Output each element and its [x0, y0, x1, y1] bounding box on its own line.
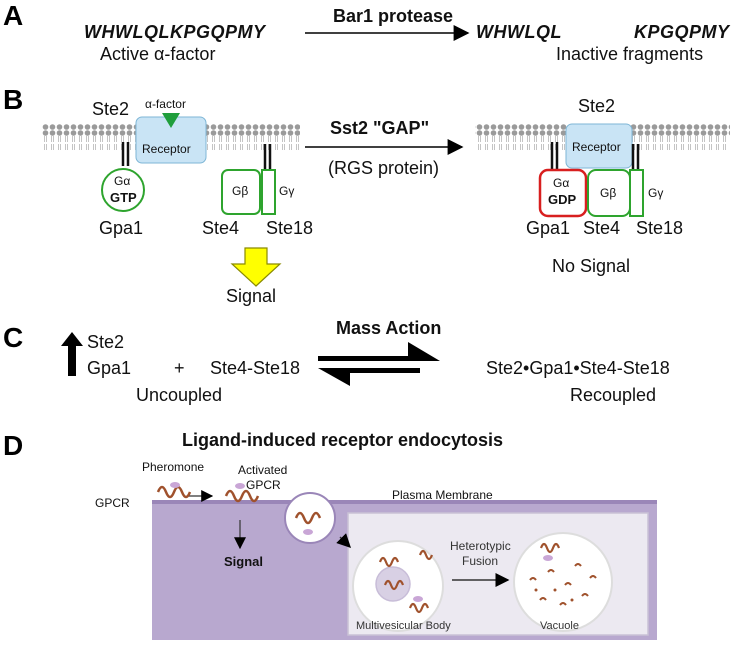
- ggamma-right-label: Gγ: [648, 186, 664, 200]
- receptor-right-label: Receptor: [572, 140, 621, 154]
- to-mvb-arrow: [336, 533, 351, 548]
- gpcr-label: GPCR: [95, 496, 130, 510]
- sst2-gap-label: Sst2 "GAP": [330, 118, 430, 138]
- heterotypic-label-line1: Heterotypic: [450, 539, 511, 553]
- inactive-fragments-label: Inactive fragments: [556, 44, 704, 64]
- mvb-label: Multivesicular Body: [356, 620, 451, 632]
- equilibrium-forward-arrow: [318, 342, 440, 361]
- fragment-2-sequence: KPGQPMY: [634, 22, 730, 42]
- alpha-factor-label: α-factor: [145, 97, 186, 111]
- ste18-left-label: Ste18: [266, 218, 314, 238]
- endocytosis-title: Ligand-induced receptor endocytosis: [182, 430, 504, 450]
- signal-label: Signal: [226, 286, 277, 306]
- active-alpha-factor-label: Active α-factor: [100, 44, 216, 64]
- ste2-c-label: Ste2: [87, 332, 125, 352]
- uncoupled-label: Uncoupled: [136, 385, 223, 405]
- gpa1-c-label: Gpa1: [87, 358, 132, 378]
- ste4-right-label: Ste4: [583, 218, 621, 238]
- pheromone-label: Pheromone: [142, 460, 205, 474]
- vacuole-shape: [513, 532, 613, 632]
- ste2-left-label: Ste2: [92, 99, 130, 119]
- gbeta-left-label: Gβ: [232, 184, 249, 198]
- gpa1-right-label: Gpa1: [526, 218, 571, 238]
- equilibrium-reverse-arrow: [318, 368, 420, 386]
- signal-d-label: Signal: [224, 554, 264, 569]
- no-signal-label: No Signal: [552, 256, 631, 276]
- gpcr-squiggle: [156, 485, 192, 499]
- ggamma-right-box: [629, 169, 644, 217]
- heterotypic-label-line2: Fusion: [462, 554, 499, 568]
- signal-yellow-arrow: [230, 247, 282, 287]
- pheromone-blob: [170, 482, 180, 488]
- gbeta-right-label: Gβ: [600, 186, 617, 200]
- alpha-factor-triangle: [162, 113, 180, 128]
- galpha-left-label: Gα: [114, 174, 131, 188]
- activated-label-line2: GPCR: [246, 478, 281, 492]
- active-alpha-factor-sequence: WHWLQLKPGQPMY: [84, 22, 266, 42]
- ste4-ste18-label: Ste4-Ste18: [210, 358, 301, 378]
- vacuole-label: Vacuole: [540, 620, 579, 632]
- galpha-gtp-circle: [101, 168, 145, 212]
- ste2-up-arrow: [61, 332, 83, 376]
- ggamma-left-box: [261, 169, 276, 215]
- galpha-right-label: Gα: [553, 176, 570, 190]
- ste2-right-label: Ste2: [578, 96, 616, 116]
- bar1-protease-label: Bar1 protease: [333, 6, 454, 26]
- gbeta-left-box: [221, 169, 261, 215]
- recoupled-complex-label: Ste2•Gpa1•Ste4-Ste18: [486, 358, 670, 378]
- mass-action-label: Mass Action: [336, 318, 442, 338]
- recoupled-label: Recoupled: [570, 385, 657, 405]
- gdp-label: GDP: [548, 192, 577, 207]
- panel-c-label: C: [3, 322, 24, 353]
- panel-a-label: A: [3, 0, 24, 31]
- ste4-left-label: Ste4: [202, 218, 240, 238]
- fragment-1-sequence: WHWLQL: [476, 22, 562, 42]
- gpa1-left-label: Gpa1: [99, 218, 144, 238]
- rgs-protein-label: (RGS protein): [328, 158, 440, 178]
- plasma-membrane-label: Plasma Membrane: [392, 488, 493, 502]
- receptor-left-label: Receptor: [142, 142, 191, 156]
- gtp-label: GTP: [110, 190, 137, 205]
- panel-d-label: D: [3, 430, 24, 461]
- plus-sign: +: [174, 358, 185, 378]
- panel-b-label: B: [3, 84, 24, 115]
- ggamma-left-label: Gγ: [279, 184, 295, 198]
- activated-gpcr-squiggle: [224, 489, 260, 503]
- activated-label-line1: Activated: [238, 463, 288, 477]
- galpha-gdp-box: [538, 168, 588, 218]
- ste18-right-label: Ste18: [636, 218, 684, 238]
- endocytic-pit: [284, 492, 336, 544]
